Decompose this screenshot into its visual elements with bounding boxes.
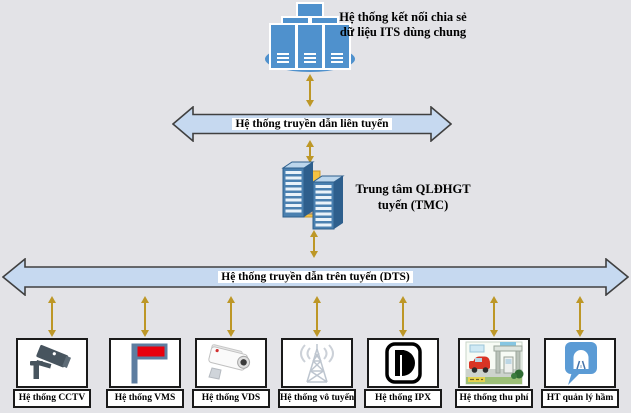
- subsystem-icon-box: [458, 338, 530, 388]
- subsystem-toll: Hệ thống thu phí: [455, 338, 533, 408]
- vms-sign-icon: [131, 343, 168, 384]
- route-transmission-bus: Hệ thống truyền dẫn trên tuyến (DTS): [2, 258, 629, 296]
- subsystem-vms: Hệ thống VMS: [106, 338, 184, 408]
- tunnel-management-icon: [565, 342, 597, 385]
- subsystem-vds: Hệ thống VDS: [192, 338, 270, 408]
- toll-station-icon: [465, 341, 524, 385]
- link-arrow-toll: [489, 296, 498, 337]
- subsystem-label: Hệ thống VDS: [192, 389, 270, 408]
- subsystem-label: HT quản lý hầm: [541, 389, 619, 408]
- subsystem-label: Hệ thống VMS: [106, 389, 184, 408]
- subsystem-label: Hệ thống IPX: [364, 389, 442, 408]
- vds-camera-icon: [208, 344, 251, 380]
- subsystem-icon-box: [281, 338, 353, 388]
- link-arrow-ipx: [398, 296, 407, 337]
- subsystem-icon-box: [544, 338, 616, 388]
- subsystem-label: Hệ thống CCTV: [13, 389, 91, 408]
- interline-bus-label: Hệ thống truyền dẫn liên tuyến: [172, 117, 452, 132]
- link-arrow-top: [305, 74, 314, 107]
- subsystem-icon-box: [367, 338, 439, 388]
- subsystem-tunnel: HT quản lý hầm: [541, 338, 619, 408]
- link-arrow-bus-tmc: [305, 140, 314, 163]
- server-rack-icon: [281, 161, 345, 230]
- subsystem-ipx: Hệ thống IPX: [364, 338, 442, 408]
- tmc-label: Trung tâm QLĐHGT tuyến (TMC): [355, 182, 471, 212]
- subsystem-icon-box: [16, 338, 88, 388]
- link-arrow-tmc-dts: [309, 230, 318, 258]
- link-arrow-vds: [226, 296, 235, 337]
- interline-bus-label-text: Hệ thống truyền dẫn liên tuyến: [232, 117, 392, 130]
- route-bus-label-text: Hệ thống truyền dẫn trên tuyến (DTS): [218, 270, 413, 283]
- shared-system-label: Hệ thống kết nối chia sẻ dữ liệu ITS dùn…: [339, 10, 467, 39]
- subsystem-icon-box: [195, 338, 267, 388]
- link-arrow-tunnel: [575, 296, 584, 337]
- link-arrow-cctv: [47, 296, 56, 337]
- shared-data-center-icon: [265, 2, 355, 72]
- subsystem-label: Hệ thống vô tuyến: [278, 389, 356, 408]
- ipx-icon: [385, 342, 422, 384]
- link-arrow-radio: [312, 296, 321, 337]
- subsystem-cctv: Hệ thống CCTV: [13, 338, 91, 408]
- interline-transmission-bus: Hệ thống truyền dẫn liên tuyến: [172, 106, 452, 142]
- cctv-camera-icon: [30, 344, 72, 379]
- subsystem-radio: Hệ thống vô tuyến: [278, 338, 356, 408]
- subsystem-icon-box: [109, 338, 181, 388]
- link-arrow-vms: [140, 296, 149, 337]
- route-bus-label: Hệ thống truyền dẫn trên tuyến (DTS): [2, 270, 629, 285]
- radio-tower-icon: [300, 344, 334, 383]
- subsystem-label: Hệ thống thu phí: [455, 389, 533, 408]
